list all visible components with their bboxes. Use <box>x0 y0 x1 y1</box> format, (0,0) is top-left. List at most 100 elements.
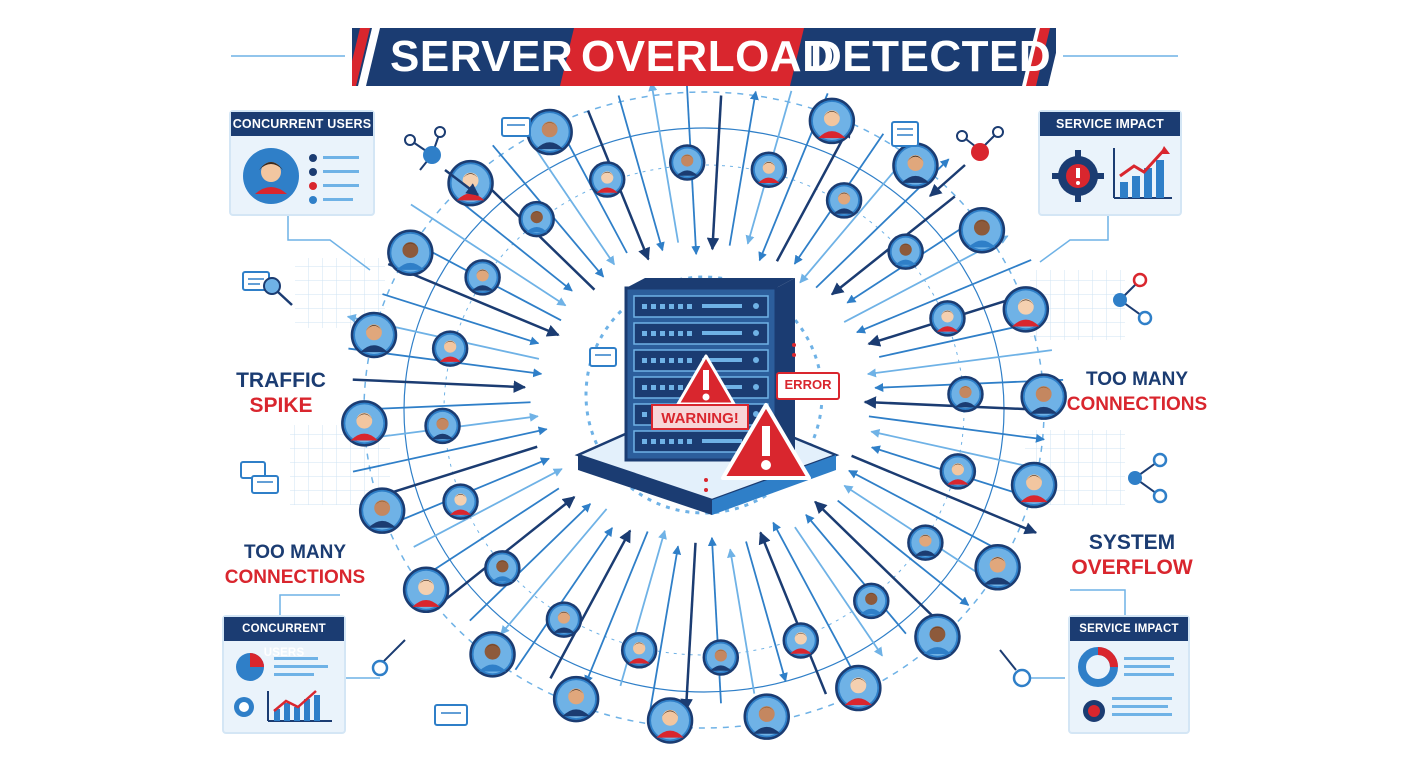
traffic-arrow <box>439 495 576 606</box>
user-avatar-icon <box>1010 461 1058 509</box>
traffic-arrow <box>814 500 950 633</box>
traffic-arrow <box>387 262 560 337</box>
user-avatar-icon <box>526 108 573 156</box>
user-avatar-icon <box>402 566 450 614</box>
user-avatars <box>341 97 1067 744</box>
error-tag: ERROR <box>776 372 840 400</box>
traffic-arrow <box>549 529 632 679</box>
traffic-arrow <box>500 508 608 635</box>
traffic-arrow <box>410 203 567 307</box>
title-banner: SERVER OVERLOAD DETECTED <box>352 26 1056 88</box>
user-avatar-icon <box>447 159 494 207</box>
traffic-arrow <box>851 454 1038 535</box>
chat-bubble-icon <box>434 117 919 726</box>
user-avatar-icon <box>939 453 977 490</box>
user-avatar-icon <box>552 675 600 723</box>
traffic-arrow <box>745 541 788 683</box>
user-avatar-icon <box>442 483 479 520</box>
user-avatar-icon <box>958 206 1006 254</box>
traffic-arrow <box>359 401 531 414</box>
user-avatar-icon <box>907 524 944 561</box>
traffic-arrow <box>706 95 723 251</box>
traffic-arrow <box>870 428 1046 471</box>
traffic-arrow <box>648 545 682 715</box>
user-avatar-icon <box>387 229 434 276</box>
user-avatar-icon <box>1020 373 1067 420</box>
traffic-arrow <box>514 527 613 671</box>
title-word-detected: DETECTED <box>810 32 1052 81</box>
traffic-arrow <box>727 548 756 694</box>
traffic-arrow <box>856 259 1032 334</box>
network-node-icon <box>929 126 1004 197</box>
user-avatar-icon <box>750 151 788 188</box>
network-node-icon <box>1113 272 1153 326</box>
panel-header: SERVICE IMPACT <box>1070 617 1188 641</box>
network-node-icon <box>404 126 479 196</box>
traffic-arrow <box>805 514 907 635</box>
user-avatar-icon <box>974 544 1021 591</box>
traffic-arrow <box>772 521 857 677</box>
panel-service-impact-top: SERVICE IMPACT <box>1038 110 1182 216</box>
title-background <box>352 28 1056 86</box>
user-avatar-icon <box>929 300 966 337</box>
traffic-arrow <box>584 531 649 685</box>
user-avatar-icon <box>464 259 501 296</box>
label-too-many-connections-right: TOO MANY CONNECTIONS <box>1066 369 1208 415</box>
user-avatar-icon <box>825 182 863 219</box>
label-traffic-spike: TRAFFIC SPIKE <box>236 369 326 417</box>
traffic-arrow <box>413 468 563 548</box>
user-avatar-icon <box>947 375 984 413</box>
impact-stats-icon <box>1078 647 1174 722</box>
user-avatar-icon <box>835 664 882 712</box>
traffic-arrow <box>758 531 828 695</box>
user-avatar-icon <box>469 631 516 678</box>
warning-triangle-icon <box>721 403 811 480</box>
user-avatar-icon <box>545 601 583 638</box>
traffic-arrow <box>728 90 759 246</box>
user-avatar-icon <box>518 200 555 238</box>
panel-service-impact-bottom: SERVICE IMPACT <box>1068 615 1190 734</box>
user-avatar-icon <box>782 622 820 659</box>
label-too-many-connections-left: TOO MANY CONNECTIONS <box>224 542 366 588</box>
panel-header: CONCURRENT USERS <box>224 617 344 659</box>
user-avatar-icon <box>646 697 694 744</box>
user-stats-icon <box>243 148 359 204</box>
chat-bubble-icon <box>240 461 279 494</box>
user-avatar-icon <box>424 407 461 445</box>
traffic-arrow <box>352 378 527 393</box>
user-avatar-icon <box>887 233 924 270</box>
traffic-arrow <box>866 349 1053 378</box>
user-avatar-icon <box>808 97 856 145</box>
user-avatar-icon <box>853 582 890 620</box>
user-avatar-icon <box>892 142 939 189</box>
user-avatar-icon <box>358 487 406 534</box>
traffic-arrow <box>848 469 998 550</box>
panel-concurrent-users-top: CONCURRENT USERS <box>229 110 375 216</box>
user-avatar-icon <box>620 632 658 669</box>
traffic-arrow <box>648 81 680 243</box>
traffic-arrow <box>878 319 1039 358</box>
network-node-icon <box>1128 452 1168 504</box>
warning-label-box <box>651 404 749 430</box>
traffic-arrow <box>410 487 560 586</box>
traffic-arrow <box>369 445 538 502</box>
user-avatar-icon <box>484 550 521 587</box>
panel-concurrent-users-bottom: CONCURRENT USERS <box>222 615 346 734</box>
title-word-overload: OVERLOAD <box>581 32 835 81</box>
user-avatar-icon <box>350 311 398 359</box>
user-avatar-icon <box>588 161 626 198</box>
traffic-arrow <box>680 542 697 712</box>
traffic-arrow <box>382 293 540 346</box>
users-chart-icon <box>234 653 332 722</box>
user-avatar-icon <box>914 613 961 661</box>
chat-bubble-icon <box>242 271 293 306</box>
title-word-server: SERVER <box>390 32 574 81</box>
impact-chart-icon <box>1052 146 1172 202</box>
user-avatar-icon <box>1002 286 1050 333</box>
network-node-icon <box>371 639 1032 688</box>
traffic-arrow <box>794 526 883 657</box>
traffic-arrow <box>868 415 1045 443</box>
user-avatar-icon <box>743 693 790 740</box>
